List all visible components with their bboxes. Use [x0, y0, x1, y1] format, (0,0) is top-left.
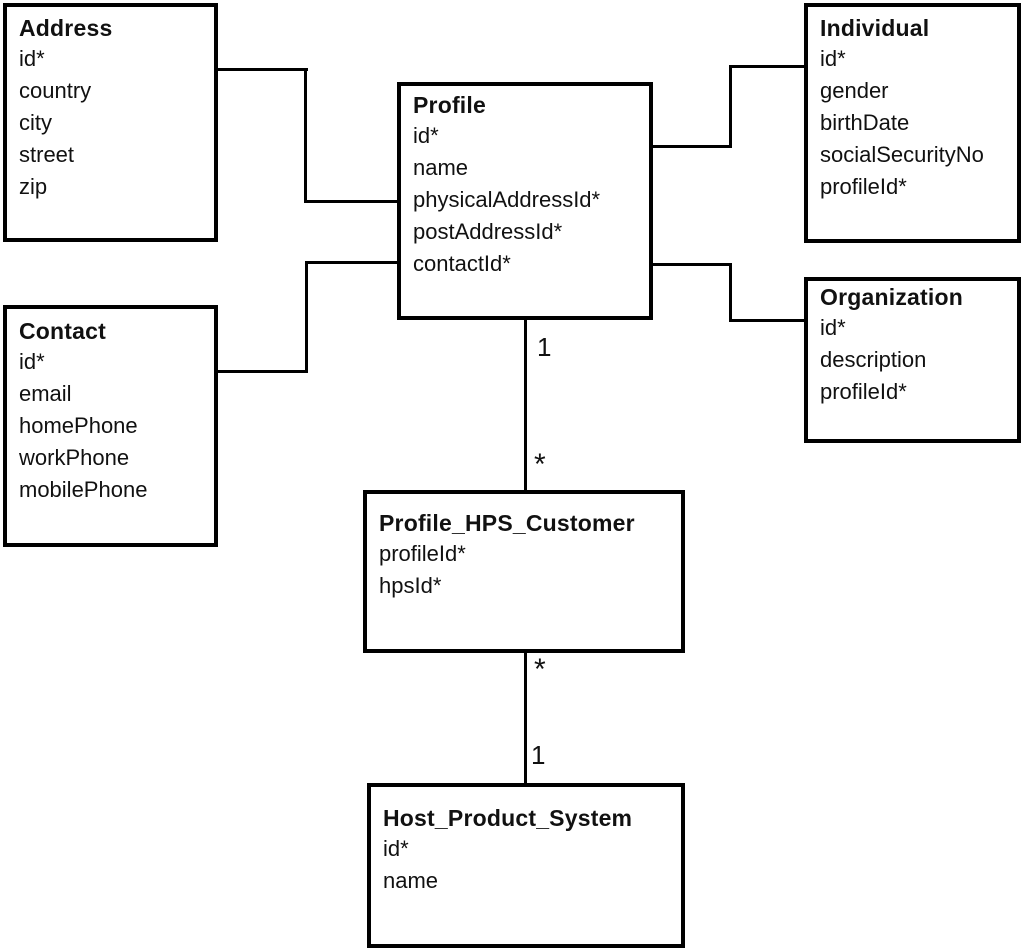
- connector-profile-individual-segment: [729, 65, 806, 68]
- entity-address-title: Address: [19, 15, 113, 41]
- entity-contact-field-email: email: [19, 381, 72, 406]
- cardinality-label-hps-many-lower: *: [534, 653, 546, 686]
- cardinality-label-profile-one: 1: [537, 332, 552, 362]
- entity-host-product-system-title: Host_Product_System: [383, 805, 633, 831]
- entity-individual-field-gender: gender: [820, 78, 889, 103]
- entity-profile-hps-customer: Profile_HPS_Customer profileId* hpsId*: [363, 490, 685, 653]
- entity-contact-field-homephone: homePhone: [19, 413, 138, 438]
- entity-host-product-system-field-name: name: [383, 868, 439, 893]
- connector-profile-hps-customer-segment: [524, 318, 527, 492]
- entity-contact-field-workphone: workPhone: [19, 445, 130, 470]
- connector-address-profile-segment: [304, 68, 307, 203]
- connector-profile-organization-segment: [729, 263, 732, 322]
- entity-individual-title: Individual: [820, 15, 930, 41]
- connector-contact-profile-segment: [305, 261, 399, 264]
- entity-organization: Organization id* description profileId*: [804, 277, 1021, 443]
- entity-contact-field-mobilephone: mobilePhone: [19, 477, 148, 502]
- entity-profile-field-postaddressid: postAddressId*: [413, 219, 563, 244]
- connector-profile-organization-segment: [651, 263, 732, 266]
- entity-profile-hps-customer-field-hpsid: hpsId*: [379, 573, 442, 598]
- entity-address-field-zip: zip: [19, 174, 48, 199]
- connector-hps-host-system-segment: [524, 651, 527, 785]
- entity-address-field-id: id*: [19, 46, 45, 71]
- entity-contact-field-id: id*: [19, 349, 45, 374]
- entity-profile-field-name: name: [413, 155, 469, 180]
- connector-address-profile-segment: [304, 200, 399, 203]
- entity-individual-field-id: id*: [820, 46, 846, 71]
- connector-contact-profile-segment: [305, 261, 308, 373]
- connector-address-profile-segment: [216, 68, 308, 71]
- entity-organization-field-profileid: profileId*: [820, 379, 907, 404]
- entity-profile-hps-customer-title: Profile_HPS_Customer: [379, 510, 635, 536]
- entity-address-field-street: street: [19, 142, 75, 167]
- connector-profile-individual-segment: [651, 145, 732, 148]
- entity-profile-field-contactid: contactId*: [413, 251, 511, 276]
- entity-contact: Contact id* email homePhone workPhone mo…: [3, 305, 218, 547]
- connector-contact-profile-segment: [216, 370, 308, 373]
- entity-individual-field-socialsecurityno: socialSecurityNo: [820, 142, 984, 167]
- connector-profile-individual-segment: [729, 65, 732, 148]
- entity-individual-field-birthdate: birthDate: [820, 110, 910, 135]
- entity-address-field-country: country: [19, 78, 92, 103]
- cardinality-label-host-one: 1: [531, 740, 546, 770]
- entity-address: Address id* country city street zip: [3, 3, 218, 242]
- entity-host-product-system: Host_Product_System id* name: [367, 783, 685, 948]
- entity-individual: Individual id* gender birthDate socialSe…: [804, 3, 1021, 243]
- entity-organization-field-description: description: [820, 347, 927, 372]
- entity-host-product-system-field-id: id*: [383, 836, 409, 861]
- entity-profile-field-physicaladdressid: physicalAddressId*: [413, 187, 601, 212]
- entity-organization-title: Organization: [820, 284, 963, 310]
- entity-address-field-city: city: [19, 110, 52, 135]
- connector-profile-organization-segment: [729, 319, 806, 322]
- entity-contact-title: Contact: [19, 318, 107, 344]
- entity-organization-field-id: id*: [820, 315, 846, 340]
- cardinality-label-hps-many: *: [534, 448, 546, 481]
- entity-profile: Profile id* name physicalAddressId* post…: [397, 82, 653, 320]
- entity-profile-field-id: id*: [413, 123, 439, 148]
- entity-individual-field-profileid: profileId*: [820, 174, 907, 199]
- entity-profile-hps-customer-field-profileid: profileId*: [379, 541, 466, 566]
- entity-profile-title: Profile: [413, 92, 486, 118]
